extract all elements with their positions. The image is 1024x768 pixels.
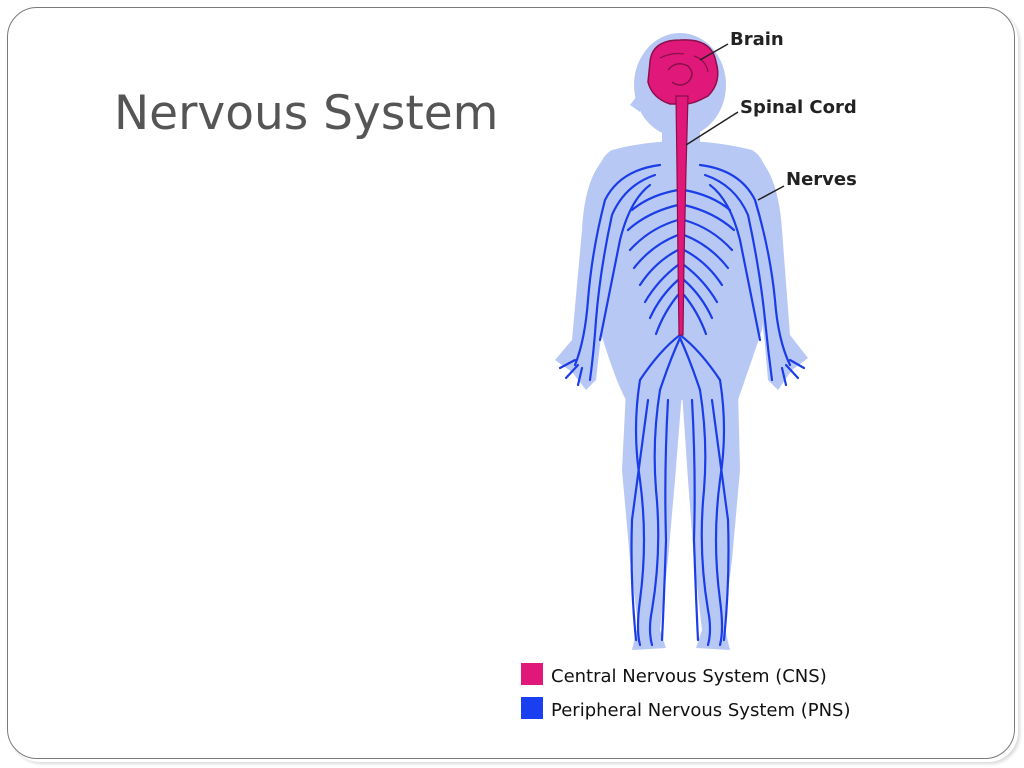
label-nerves: Nerves	[786, 169, 857, 190]
label-brain: Brain	[730, 29, 784, 50]
nervous-system-diagram: Brain Spinal Cord Nerves Central Nervous…	[521, 29, 857, 721]
brain-shape	[647, 39, 719, 105]
spinal-cord-shape	[675, 95, 689, 336]
legend-label-pns: Peripheral Nervous System (PNS)	[551, 700, 851, 721]
label-spinal-cord: Spinal Cord	[740, 97, 857, 118]
legend: Central Nervous System (CNS) Peripheral …	[521, 663, 851, 721]
central-nervous-system	[647, 39, 719, 336]
legend-swatch-cns	[521, 663, 543, 685]
peripheral-nerves	[558, 163, 806, 647]
slide-frame	[7, 7, 1015, 759]
leader-lines	[685, 43, 785, 201]
legend-label-cns: Central Nervous System (CNS)	[551, 666, 827, 687]
legend-swatch-pns	[521, 697, 543, 719]
slide-title: Nervous System	[114, 86, 499, 141]
